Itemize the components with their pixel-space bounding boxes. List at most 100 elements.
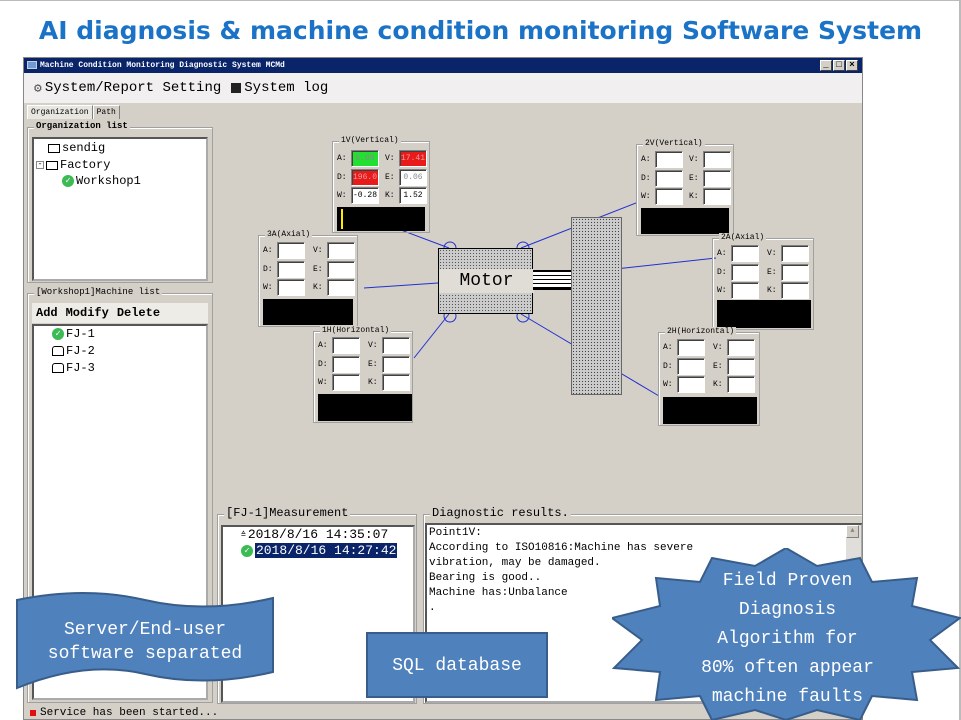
value-w <box>677 376 705 393</box>
tree-label: Factory <box>60 158 111 172</box>
value-d: 196.0 <box>351 169 379 186</box>
label-a: A: <box>641 155 651 164</box>
computer-icon <box>46 160 58 170</box>
sensor-panel-3a[interactable]: 3A(Axial) A: V: D: E: W: K: <box>258 230 358 327</box>
label-e: E: <box>689 174 699 183</box>
label-e: E: <box>313 265 323 274</box>
minimize-button[interactable]: _ <box>820 60 832 71</box>
machine-label: FJ-2 <box>66 344 95 358</box>
motor[interactable]: Motor <box>438 248 534 314</box>
machine-item-fj3[interactable]: FJ-3 <box>52 361 95 375</box>
tab-organization[interactable]: Organization <box>27 105 93 119</box>
sensor-title: 1H(Horizontal) <box>320 326 392 335</box>
scroll-up-button[interactable]: ▲ <box>846 525 859 538</box>
sensor-title: 2A(Axial) <box>719 233 767 242</box>
value-k <box>727 376 755 393</box>
check-icon: ✓ <box>241 544 253 557</box>
value-w <box>655 188 683 205</box>
label-d: D: <box>663 362 673 371</box>
value-v <box>703 151 731 168</box>
window-titlebar: Machine Condition Monitoring Diagnostic … <box>24 58 862 73</box>
measurement-item[interactable]: ≙ 2018/8/16 14:35:07 <box>241 527 388 542</box>
menu-label: System log <box>244 80 329 96</box>
value-d <box>731 264 759 281</box>
machine-icon <box>52 363 64 373</box>
value-w: -0.28 <box>351 187 379 204</box>
value-d <box>677 358 705 375</box>
tree-item-factory[interactable]: - Factory <box>36 158 110 172</box>
label-e: E: <box>368 360 378 369</box>
value-w <box>277 279 305 296</box>
organization-tree[interactable]: sendig - Factory ✓ Workshop1 <box>32 137 208 281</box>
log-icon <box>231 83 242 93</box>
callout-server: Server/End-user software separated <box>47 620 243 664</box>
waveform-display <box>318 394 412 421</box>
check-icon: ✓ <box>62 175 74 187</box>
organization-title: Organization list <box>34 121 130 131</box>
callout-server-shape <box>16 592 274 690</box>
machine-item-fj1[interactable]: ✓ FJ-1 <box>52 327 95 341</box>
label-w: W: <box>263 283 273 292</box>
label-d: D: <box>641 174 651 183</box>
sensor-panel-2v[interactable]: 2V(Vertical) A: V: D: E: W: K: <box>636 139 734 236</box>
sensor-panel-1v[interactable]: 1V(Vertical) A:6.09 V:17.41 D:196.0 E:0.… <box>332 136 430 233</box>
measurement-label: 2018/8/16 14:27:42 <box>255 543 398 558</box>
label-v: V: <box>385 154 395 163</box>
label-a: A: <box>663 343 673 352</box>
value-w <box>731 282 759 299</box>
callout-sql-box <box>366 632 548 698</box>
label-k: K: <box>713 380 723 389</box>
diagnostic-text: Point1V: According to ISO10816:Machine h… <box>429 527 694 614</box>
machine-toolbar: Add Modify Delete <box>32 303 208 323</box>
collapse-icon: - <box>36 160 44 169</box>
value-v <box>781 245 809 262</box>
menu-system-log[interactable]: System log <box>231 80 328 96</box>
measurement-item-selected[interactable]: ✓ 2018/8/16 14:27:42 <box>241 543 398 558</box>
label-e: E: <box>385 173 395 182</box>
diagnostic-group: Diagnostic results. <box>423 506 862 704</box>
label-v: V: <box>368 341 378 350</box>
driven-machine[interactable] <box>571 217 622 395</box>
maximize-button[interactable]: □ <box>833 60 845 71</box>
modify-button[interactable]: Modify <box>65 306 109 320</box>
coupling-shaft <box>533 270 571 290</box>
label-v: V: <box>767 249 777 258</box>
value-e <box>781 264 809 281</box>
window-title: Machine Condition Monitoring Diagnostic … <box>40 61 285 70</box>
add-button[interactable]: Add <box>36 306 58 320</box>
machine-item-fj2[interactable]: FJ-2 <box>52 344 95 358</box>
tree-item-workshop1[interactable]: ✓ Workshop1 <box>62 174 141 188</box>
sensor-title: 2H(Horizontal) <box>665 327 737 336</box>
menu-bar: ⚙ System/Report Setting System log <box>24 73 862 103</box>
value-k: 1.52 <box>399 187 427 204</box>
label-a: A: <box>717 249 727 258</box>
value-v <box>382 337 410 354</box>
value-d <box>277 261 305 278</box>
sensor-panel-1h[interactable]: 1H(Horizontal) A: V: D: E: W: K: <box>313 326 413 423</box>
measurement-label: 2018/8/16 14:35:07 <box>247 527 389 542</box>
tree-item-sendig[interactable]: sendig <box>48 141 105 155</box>
value-a <box>277 242 305 259</box>
sensor-panel-2a[interactable]: 2A(Axial) A: V: D: E: W: K: <box>712 233 814 330</box>
label-k: K: <box>313 283 323 292</box>
value-e <box>327 261 355 278</box>
menu-system-report-setting[interactable]: ⚙ System/Report Setting <box>34 80 221 96</box>
waveform-display <box>263 299 353 325</box>
waveform-display <box>641 208 729 234</box>
value-a <box>655 151 683 168</box>
check-icon: ✓ <box>52 328 64 340</box>
value-d <box>332 356 360 373</box>
label-d: D: <box>263 265 273 274</box>
value-a <box>677 339 705 356</box>
value-v <box>727 339 755 356</box>
close-button[interactable]: × <box>846 60 858 71</box>
tree-label: sendig <box>62 141 106 155</box>
sensor-panel-2h[interactable]: 2H(Horizontal) A: V: D: E: W: K: <box>658 327 760 426</box>
tab-path[interactable]: Path <box>92 105 120 119</box>
slide-title: AI diagnosis & machine condition monitor… <box>38 16 923 45</box>
app-icon <box>27 61 37 69</box>
label-e: E: <box>713 362 723 371</box>
label-k: K: <box>368 378 378 387</box>
delete-button[interactable]: Delete <box>116 306 161 320</box>
machine-label: FJ-3 <box>66 361 95 375</box>
